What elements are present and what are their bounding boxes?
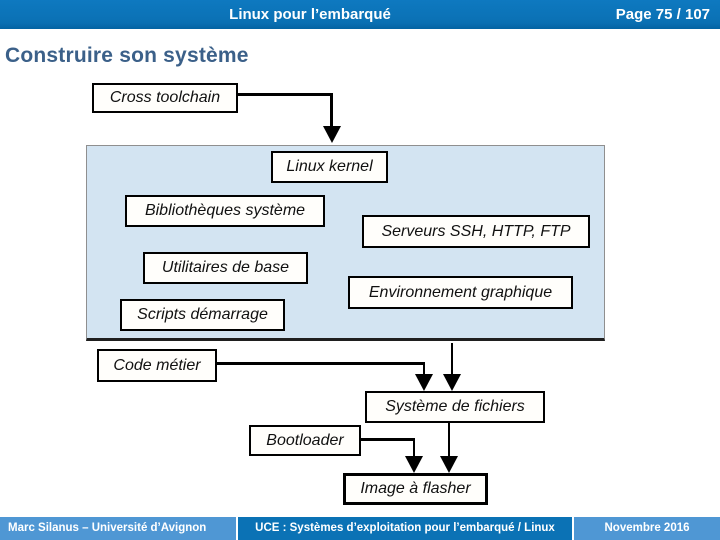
footer-author: Marc Silanus – Université d’Avignon	[0, 517, 236, 540]
box-systeme-de-fichiers: Système de fichiers	[365, 391, 545, 423]
footer-divider	[572, 517, 574, 540]
footer-divider	[236, 517, 238, 540]
box-environnement-graphique: Environnement graphique	[348, 276, 573, 309]
box-code-metier: Code métier	[97, 349, 217, 382]
footer-bar: Marc Silanus – Université d’Avignon UCE …	[0, 517, 720, 540]
slide-title: Construire son système	[5, 44, 249, 67]
arrowhead-cross-toolchain-icon	[323, 126, 341, 143]
box-bootloader: Bootloader	[249, 425, 361, 456]
connector-fichiers-vertical	[448, 423, 450, 457]
page-indicator: Page 75 / 107	[615, 6, 710, 23]
arrowhead-bootloader-icon	[405, 456, 423, 473]
header-title: Linux pour l’embarqué	[229, 6, 391, 23]
box-cross-toolchain: Cross toolchain	[92, 83, 238, 113]
connector-code-metier-horizontal	[217, 362, 425, 365]
arrowhead-fichiers-icon	[440, 456, 458, 473]
arrowhead-container-icon	[443, 374, 461, 391]
connector-code-metier-vertical	[423, 362, 425, 375]
connector-bootloader-horizontal	[361, 438, 415, 441]
box-serveurs-ssh-http-ftp: Serveurs SSH, HTTP, FTP	[362, 215, 590, 248]
connector-cross-toolchain-horizontal	[236, 93, 333, 96]
connector-container-vertical	[451, 343, 453, 375]
box-bibliotheques-systeme: Bibliothèques système	[125, 195, 325, 227]
box-image-a-flasher: Image à flasher	[343, 473, 488, 505]
footer-course: UCE : Systèmes d’exploitation pour l’emb…	[238, 517, 572, 540]
footer-date: Novembre 2016	[574, 517, 720, 540]
box-scripts-demarrage: Scripts démarrage	[120, 299, 285, 331]
header-bar: Linux pour l’embarqué Page 75 / 107	[0, 0, 720, 29]
connector-bootloader-vertical	[413, 438, 415, 457]
box-utilitaires-de-base: Utilitaires de base	[143, 252, 308, 284]
box-linux-kernel: Linux kernel	[271, 151, 388, 183]
arrowhead-code-metier-icon	[415, 374, 433, 391]
connector-cross-toolchain-vertical	[330, 93, 333, 128]
